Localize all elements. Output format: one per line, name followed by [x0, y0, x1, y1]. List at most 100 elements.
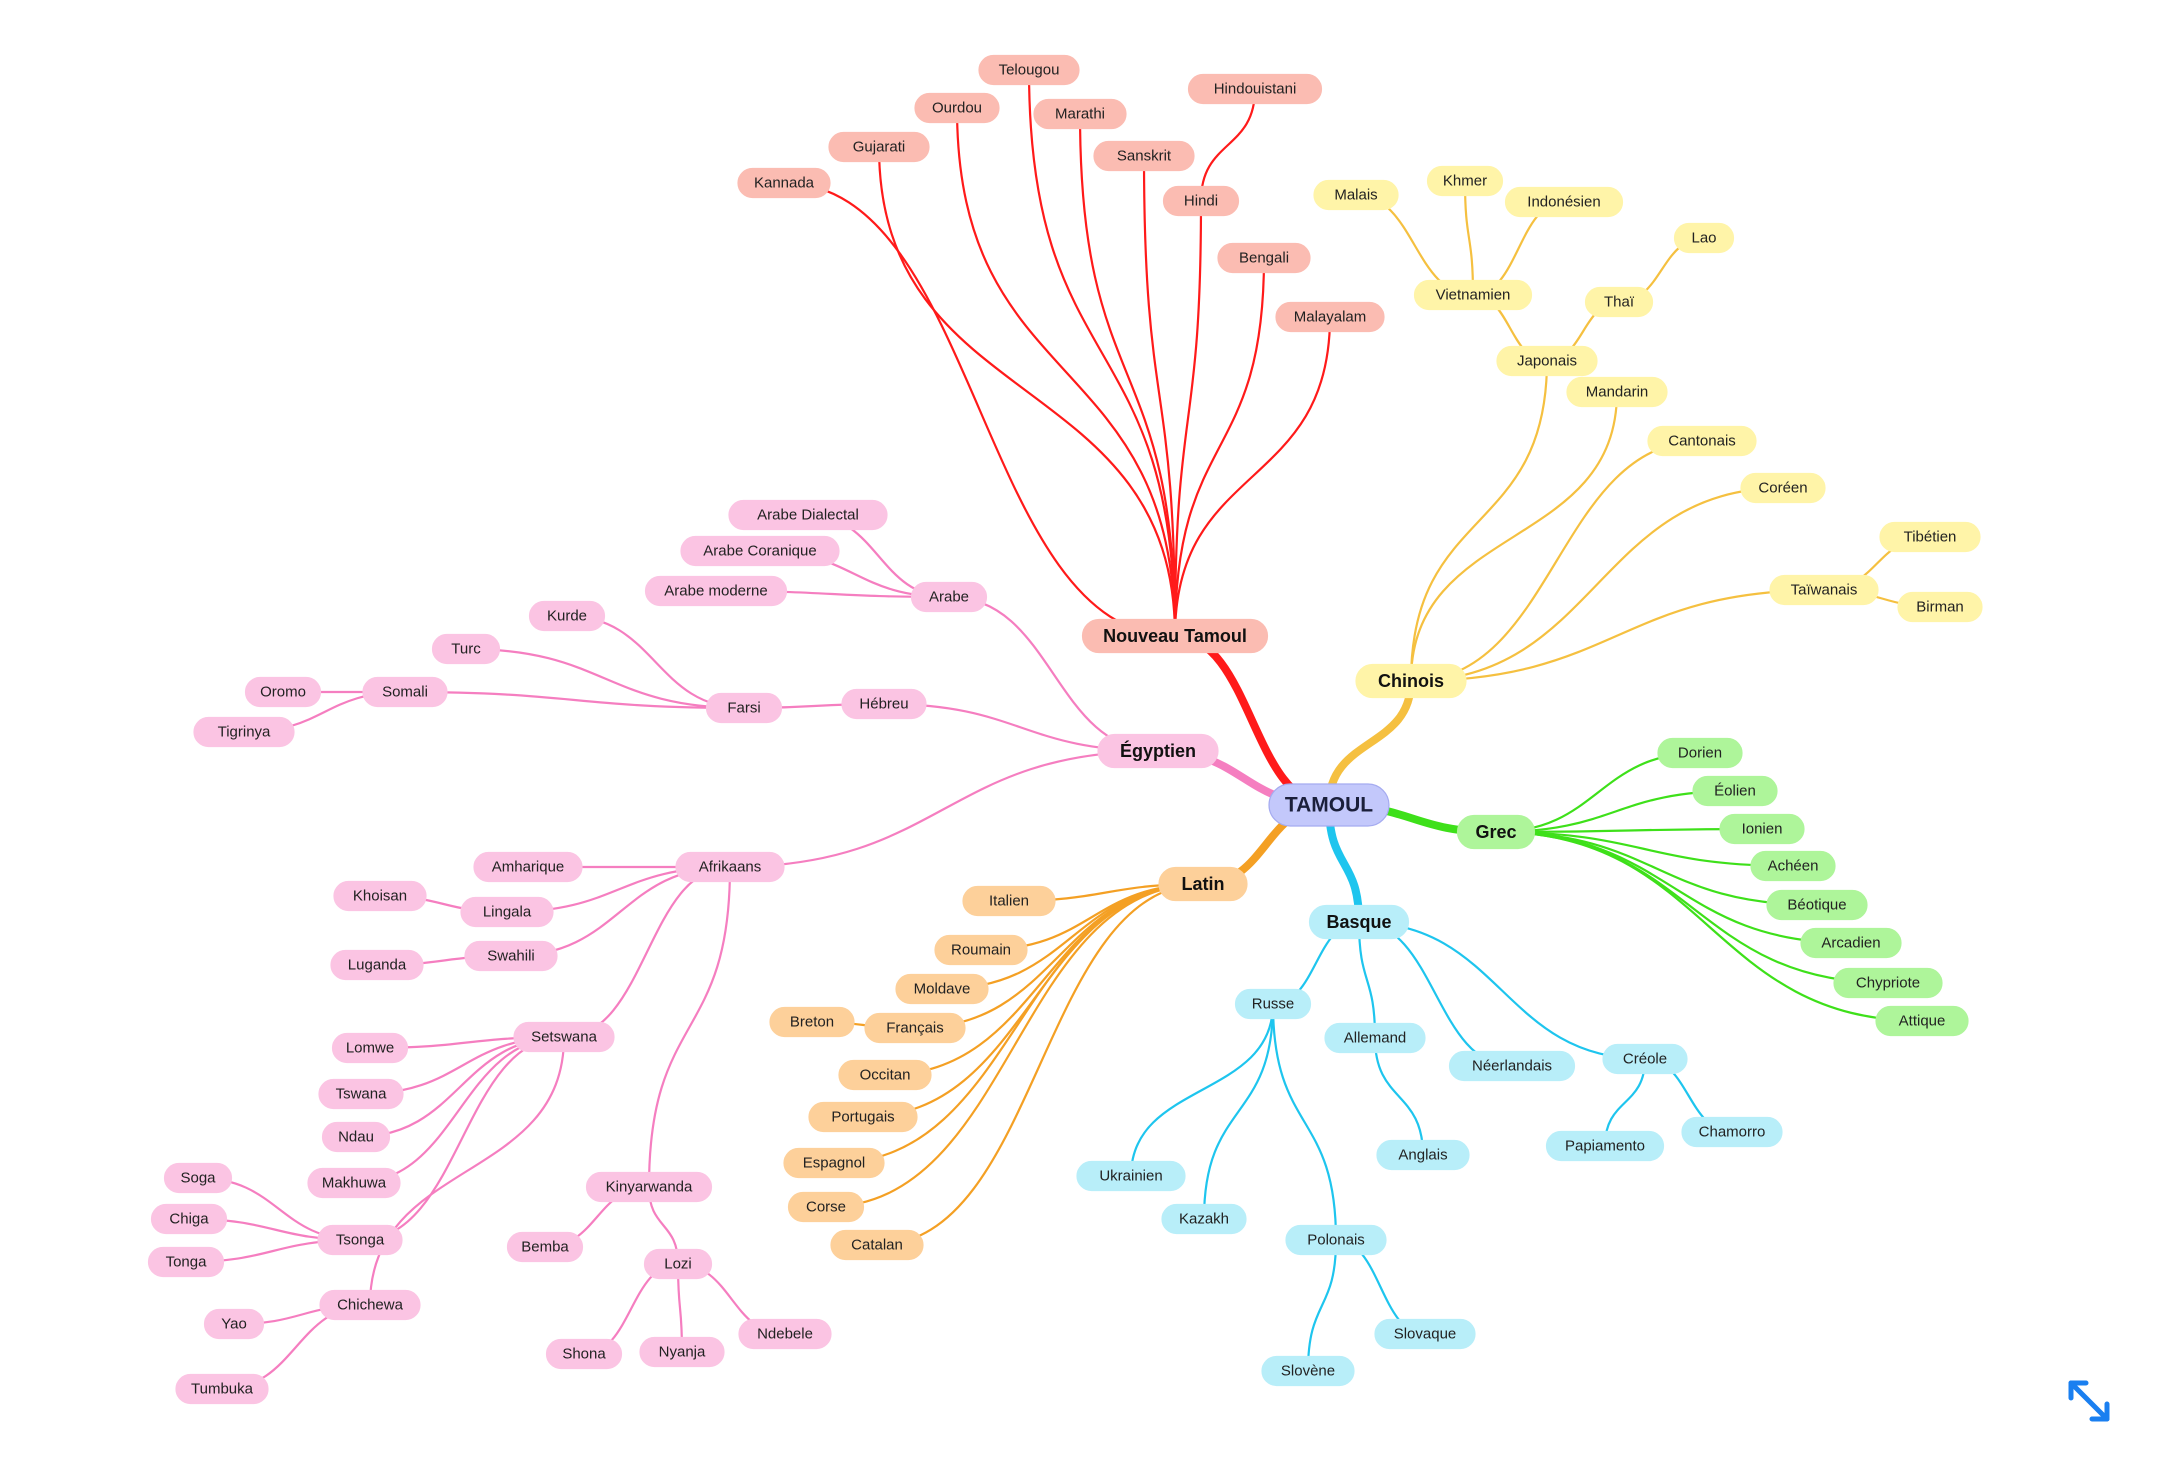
- language-node-setswana[interactable]: Setswana: [513, 1021, 615, 1053]
- language-node-tswana[interactable]: Tswana: [318, 1078, 404, 1110]
- language-node-bengali[interactable]: Bengali: [1217, 242, 1311, 274]
- language-node-arabe-dialectal[interactable]: Arabe Dialectal: [728, 499, 888, 531]
- branch-node-chinois[interactable]: Chinois: [1355, 663, 1467, 699]
- language-node-gujarati[interactable]: Gujarati: [828, 131, 930, 163]
- language-node-chiga[interactable]: Chiga: [150, 1203, 228, 1235]
- language-node-roumain[interactable]: Roumain: [934, 934, 1028, 966]
- language-node-tsonga[interactable]: Tsonga: [317, 1224, 403, 1256]
- language-node-sanskrit[interactable]: Sanskrit: [1093, 140, 1195, 172]
- branch-node-basque[interactable]: Basque: [1308, 904, 1410, 940]
- language-node-ndau[interactable]: Ndau: [321, 1121, 391, 1153]
- language-node-lozi[interactable]: Lozi: [643, 1248, 713, 1280]
- language-node-ukrainien[interactable]: Ukrainien: [1076, 1160, 1186, 1192]
- language-node-attique[interactable]: Attique: [1875, 1005, 1969, 1037]
- language-node-chichewa[interactable]: Chichewa: [319, 1289, 421, 1321]
- language-node-allemand[interactable]: Allemand: [1324, 1022, 1426, 1054]
- language-node-occitan[interactable]: Occitan: [838, 1059, 932, 1091]
- language-node-ndebele[interactable]: Ndebele: [738, 1318, 832, 1350]
- language-node-tonga[interactable]: Tonga: [147, 1246, 225, 1278]
- language-node-kazakh[interactable]: Kazakh: [1161, 1203, 1247, 1235]
- language-node-slovene[interactable]: Slovène: [1261, 1355, 1355, 1387]
- language-node-arabe-coranique[interactable]: Arabe Coranique: [680, 535, 840, 567]
- language-node-taiwanais[interactable]: Taïwanais: [1769, 574, 1879, 606]
- expand-button[interactable]: [2062, 1374, 2116, 1428]
- language-node-catalan[interactable]: Catalan: [830, 1229, 924, 1261]
- language-node-telougou[interactable]: Telougou: [978, 54, 1080, 86]
- language-node-espagnol[interactable]: Espagnol: [783, 1147, 885, 1179]
- language-node-thai[interactable]: Thaï: [1584, 286, 1654, 318]
- language-node-bemba[interactable]: Bemba: [506, 1231, 584, 1263]
- language-node-lomwe[interactable]: Lomwe: [331, 1032, 409, 1064]
- language-node-kurde[interactable]: Kurde: [528, 600, 606, 632]
- language-node-eolien[interactable]: Éolien: [1692, 775, 1778, 807]
- language-node-marathi[interactable]: Marathi: [1033, 98, 1127, 130]
- language-node-arabe-moderne[interactable]: Arabe moderne: [644, 575, 788, 607]
- language-node-hindouistani[interactable]: Hindouistani: [1187, 73, 1323, 105]
- language-node-kinyarwanda[interactable]: Kinyarwanda: [585, 1171, 713, 1203]
- language-node-malayalam[interactable]: Malayalam: [1275, 301, 1385, 333]
- language-node-breton[interactable]: Breton: [769, 1006, 855, 1038]
- language-node-amharique[interactable]: Amharique: [473, 851, 583, 883]
- language-node-vietnamien[interactable]: Vietnamien: [1413, 279, 1533, 311]
- language-node-ourdou[interactable]: Ourdou: [914, 92, 1000, 124]
- language-node-lao[interactable]: Lao: [1673, 222, 1735, 254]
- language-node-oromo[interactable]: Oromo: [244, 676, 322, 708]
- branch-node-grec[interactable]: Grec: [1456, 814, 1536, 850]
- branch-node-egyptien[interactable]: Égyptien: [1097, 733, 1219, 769]
- language-node-hindi[interactable]: Hindi: [1162, 185, 1240, 217]
- language-node-farsi[interactable]: Farsi: [705, 692, 783, 724]
- language-node-yao[interactable]: Yao: [203, 1308, 265, 1340]
- language-node-nyanja[interactable]: Nyanja: [639, 1336, 725, 1368]
- language-node-luganda[interactable]: Luganda: [330, 949, 424, 981]
- branch-node-latin[interactable]: Latin: [1158, 866, 1248, 902]
- language-node-japonais[interactable]: Japonais: [1496, 345, 1598, 377]
- node-pill: [680, 535, 840, 567]
- language-node-chamorro[interactable]: Chamorro: [1681, 1116, 1783, 1148]
- language-node-hebreu[interactable]: Hébreu: [841, 688, 927, 720]
- language-node-neerlandais[interactable]: Néerlandais: [1448, 1050, 1576, 1082]
- language-node-beotique[interactable]: Béotique: [1766, 889, 1868, 921]
- language-node-birman[interactable]: Birman: [1897, 591, 1983, 623]
- language-node-somali[interactable]: Somali: [362, 676, 448, 708]
- language-node-khmer[interactable]: Khmer: [1426, 165, 1504, 197]
- language-node-italien[interactable]: Italien: [962, 885, 1056, 917]
- language-node-turc[interactable]: Turc: [431, 633, 501, 665]
- language-node-mandarin[interactable]: Mandarin: [1566, 376, 1668, 408]
- language-node-creole[interactable]: Créole: [1602, 1043, 1688, 1075]
- language-node-acheen[interactable]: Achéen: [1750, 850, 1836, 882]
- language-node-papiamento[interactable]: Papiamento: [1545, 1130, 1665, 1162]
- language-node-slovaque[interactable]: Slovaque: [1374, 1318, 1476, 1350]
- language-node-lingala[interactable]: Lingala: [460, 896, 554, 928]
- language-node-tigrinya[interactable]: Tigrinya: [193, 716, 295, 748]
- language-node-corse[interactable]: Corse: [787, 1191, 865, 1223]
- language-node-malais[interactable]: Malais: [1313, 179, 1399, 211]
- language-node-chypriote[interactable]: Chypriote: [1833, 967, 1943, 999]
- language-node-kannada[interactable]: Kannada: [737, 167, 831, 199]
- language-node-portugais[interactable]: Portugais: [808, 1101, 918, 1133]
- language-node-moldave[interactable]: Moldave: [895, 973, 989, 1005]
- language-node-arcadien[interactable]: Arcadien: [1800, 927, 1902, 959]
- language-node-francais[interactable]: Français: [864, 1012, 966, 1044]
- branch-node-nouveau-tamoul[interactable]: Nouveau Tamoul: [1081, 618, 1269, 654]
- language-node-arabe[interactable]: Arabe: [910, 581, 988, 613]
- language-node-cantonais[interactable]: Cantonais: [1647, 425, 1757, 457]
- language-node-russe[interactable]: Russe: [1234, 988, 1312, 1020]
- language-node-soga[interactable]: Soga: [163, 1162, 233, 1194]
- root-node[interactable]: TAMOUL: [1268, 783, 1390, 827]
- node-pill: [150, 1203, 228, 1235]
- language-node-tumbuka[interactable]: Tumbuka: [175, 1373, 269, 1405]
- language-node-coreen[interactable]: Coréen: [1740, 472, 1826, 504]
- language-node-swahili[interactable]: Swahili: [464, 940, 558, 972]
- language-node-anglais[interactable]: Anglais: [1376, 1139, 1470, 1171]
- language-node-polonais[interactable]: Polonais: [1285, 1224, 1387, 1256]
- language-node-khoisan[interactable]: Khoisan: [333, 880, 427, 912]
- language-node-ionien[interactable]: Ionien: [1719, 813, 1805, 845]
- language-node-shona[interactable]: Shona: [545, 1338, 623, 1370]
- node-pill: [1285, 1224, 1387, 1256]
- node-label: Kurde: [547, 608, 587, 625]
- language-node-afrikaans[interactable]: Afrikaans: [675, 851, 785, 883]
- language-node-indonesien[interactable]: Indonésien: [1504, 186, 1624, 218]
- language-node-tibetien[interactable]: Tibétien: [1879, 521, 1981, 553]
- language-node-dorien[interactable]: Dorien: [1657, 737, 1743, 769]
- language-node-makhuwa[interactable]: Makhuwa: [307, 1167, 401, 1199]
